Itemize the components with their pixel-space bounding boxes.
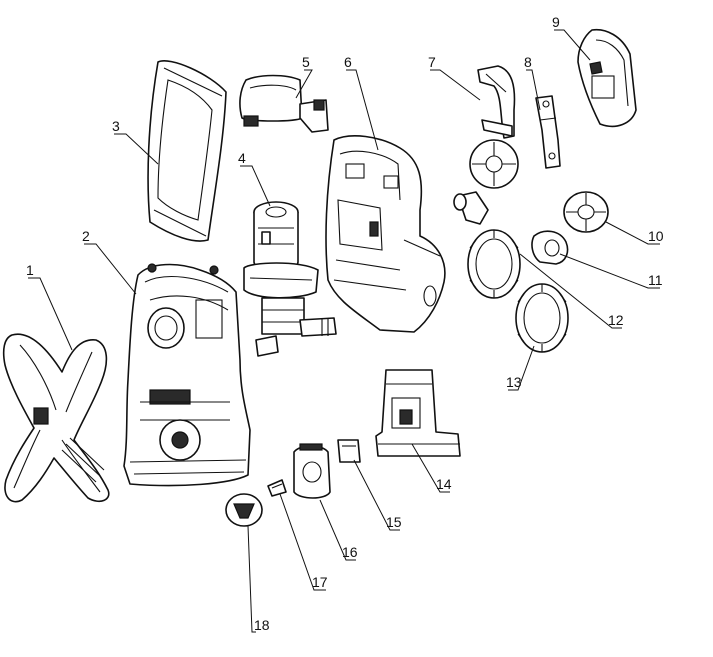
callout-3: 3 [112, 118, 120, 134]
callout-4: 4 [238, 150, 246, 166]
callout-9: 9 [552, 14, 560, 30]
part-10-hub-cap [563, 191, 609, 233]
part-3-rear-cover [147, 60, 227, 242]
wheel-hub-disc [469, 139, 519, 189]
part-5-hose-holder [239, 74, 329, 133]
part-1-base-stand [2, 333, 110, 503]
part-14-mount-block [375, 369, 461, 457]
part-18-knob [225, 493, 263, 527]
callout-7: 7 [428, 54, 436, 70]
part-11-axle-coupling [453, 191, 569, 265]
part-16-switch-box [293, 443, 331, 499]
callout-15: 15 [386, 514, 402, 530]
leader-lines [28, 29, 660, 633]
callout-8: 8 [524, 54, 532, 70]
part-2-main-housing [123, 263, 251, 487]
part-6-front-housing [325, 135, 446, 333]
callout-10: 10 [648, 228, 664, 244]
part-17-pin [267, 479, 287, 497]
part-13-wheel [515, 283, 569, 353]
part-12-wheel [467, 229, 521, 299]
callout-11: 11 [648, 272, 663, 288]
callout-5: 5 [302, 54, 310, 70]
part-4-motor-pump-assembly [243, 201, 337, 357]
part-9-upper-clip [577, 28, 637, 128]
callout-14: 14 [436, 476, 452, 492]
callout-18: 18 [254, 617, 270, 633]
callout-6: 6 [344, 54, 352, 70]
callout-2: 2 [82, 228, 90, 244]
part-7-cable-hook [477, 65, 516, 139]
part-8-bracket [535, 95, 561, 169]
callout-1: 1 [26, 262, 34, 278]
callout-13: 13 [506, 374, 522, 390]
callout-12: 12 [608, 312, 624, 328]
part-15-switch [337, 439, 361, 463]
callout-17: 17 [312, 574, 328, 590]
callout-labels: 1 2 3 4 5 6 7 8 9 10 11 12 13 14 15 16 1… [26, 14, 664, 633]
callout-16: 16 [342, 544, 358, 560]
